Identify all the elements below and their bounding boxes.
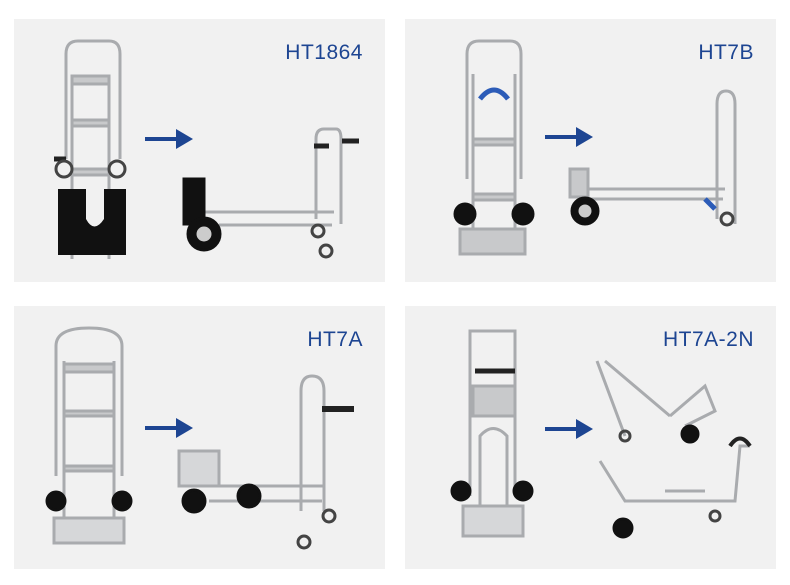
upright-hand-truck [45, 326, 133, 545]
product-panel-ht7a: HT7A [14, 306, 385, 569]
arrow-icon [145, 418, 193, 438]
converted-cart-platform [598, 436, 752, 539]
arrow-icon [545, 419, 593, 439]
model-label: HT7B [698, 41, 754, 64]
converted-cart-a-frame [595, 359, 717, 444]
arrow-icon [145, 129, 193, 149]
product-image [453, 39, 737, 256]
arrow-icon [545, 127, 593, 147]
upright-hand-truck [453, 39, 535, 256]
product-panel-ht7a-2n: HT7A-2N [405, 306, 776, 569]
product-image [45, 326, 354, 550]
model-label: HT7A-2N [662, 328, 754, 351]
converted-platform-cart [568, 89, 737, 227]
model-label: HT1864 [285, 41, 363, 64]
upright-hand-truck [450, 329, 534, 538]
product-image [450, 329, 752, 539]
black-nose-plate [58, 189, 126, 255]
converted-platform-cart [182, 127, 359, 259]
product-image [54, 39, 359, 259]
model-label: HT7A [307, 328, 363, 351]
converted-platform-cart [177, 374, 354, 550]
product-panel-ht7b: HT7B [405, 19, 776, 282]
product-panel-ht1864: HT1864 [14, 19, 385, 282]
